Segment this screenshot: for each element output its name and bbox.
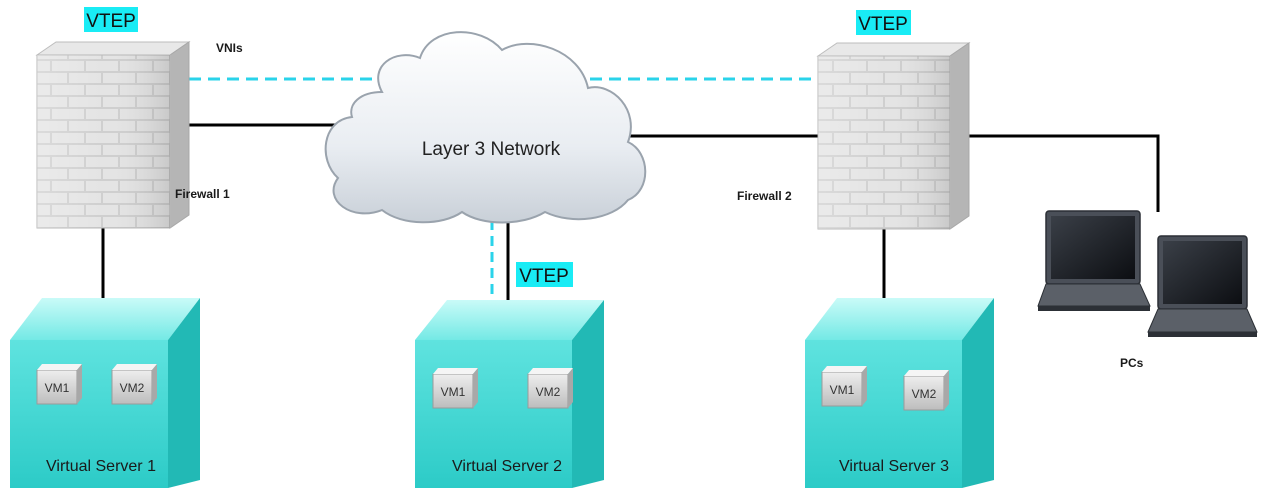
virtual-server-3: VM1 VM2 Virtual Server 3 [805,298,994,488]
vtep-label-fw2: VTEP [856,10,911,35]
vm2-server2: VM2 [527,368,573,409]
vm2-server2-label: VM2 [536,385,561,399]
link-fw2-pcs [950,134,1160,212]
vm1-server1: VM1 [36,364,82,405]
vtep-label-server2: VTEP [516,262,573,287]
vtep-label-fw1: VTEP [84,7,138,32]
vtep-label-server2-text: VTEP [519,266,569,287]
pc-laptop-2 [1147,235,1258,337]
vm1-server2: VM1 [432,368,478,409]
pc-laptop-1 [1037,210,1151,311]
server3-label: Virtual Server 3 [839,458,949,475]
pcs-label: PCs [1120,356,1144,370]
vtep-label-fw2-text: VTEP [858,14,908,35]
layer3-cloud: Layer 3 Network [324,31,647,224]
vm2-server1-label: VM2 [120,381,145,395]
virtual-server-1: VM1 VM2 Virtual Server 1 [10,298,200,488]
firewall-2 [816,42,971,230]
firewall-1 [35,41,191,229]
server2-label: Virtual Server 2 [452,458,562,475]
vm1-server2-label: VM1 [441,385,466,399]
firewall1-label: Firewall 1 [175,187,230,201]
vm2-server3: VM2 [903,370,949,411]
vtep-label-fw1-text: VTEP [86,11,136,32]
vm1-server3-label: VM1 [830,383,855,397]
server1-label: Virtual Server 1 [46,458,156,475]
virtual-server-2: VM1 VM2 Virtual Server 2 [415,300,604,488]
vnis-label: VNIs [216,41,243,55]
vm2-server1: VM2 [111,364,157,405]
vm1-server3: VM1 [821,366,867,407]
vm1-server1-label: VM1 [45,381,70,395]
links [101,77,1160,300]
cloud-label: Layer 3 Network [422,139,561,160]
vm2-server3-label: VM2 [912,387,937,401]
firewall2-label: Firewall 2 [737,189,792,203]
